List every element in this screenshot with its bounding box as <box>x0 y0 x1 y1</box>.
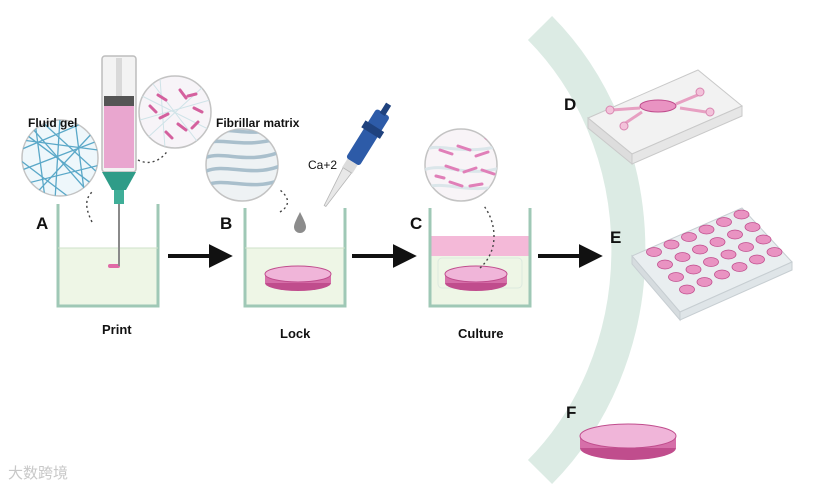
well <box>692 244 708 255</box>
well-plate-icon <box>631 207 793 322</box>
well <box>716 217 732 227</box>
application-arc <box>527 16 646 484</box>
well <box>727 229 743 240</box>
beaker-a <box>56 204 160 308</box>
well <box>755 234 772 245</box>
dotted-pointer <box>137 149 169 164</box>
step-caption-culture: Culture <box>458 326 504 341</box>
fibrillar-matrix-label: Fibrillar matrix <box>216 116 300 130</box>
well <box>709 237 726 247</box>
well <box>703 257 719 267</box>
droplet-icon <box>294 212 306 233</box>
dotted-pointer <box>279 189 289 213</box>
dotted-pointer <box>86 191 93 223</box>
dotted-pointer <box>479 205 495 269</box>
syringe-icon <box>101 55 137 266</box>
beaker-c <box>428 208 532 308</box>
step-letter-b: B <box>220 214 233 233</box>
well <box>679 284 695 295</box>
application-letter-e: E <box>610 228 622 247</box>
microfluidic-chip-icon <box>587 69 743 166</box>
step-letter-c: C <box>410 214 423 233</box>
step-caption-lock: Lock <box>280 326 311 341</box>
well <box>681 232 697 242</box>
well <box>646 247 662 257</box>
application-letter-d: D <box>564 95 577 114</box>
well <box>657 259 673 270</box>
gel-disc-c <box>444 265 508 291</box>
calcium-label: Ca+2 <box>308 158 338 172</box>
well <box>663 239 680 250</box>
pipette-icon <box>323 102 392 208</box>
well <box>766 247 783 257</box>
culture-circle <box>424 128 498 202</box>
gel-disc-b <box>264 265 332 291</box>
step-caption-print: Print <box>102 322 132 337</box>
well <box>744 222 761 232</box>
well <box>685 264 702 275</box>
application-letter-f: F <box>566 403 577 422</box>
fluid-gel-label: Fluid gel <box>28 116 78 130</box>
fibrillar-matrix-circle <box>205 128 279 202</box>
well <box>714 269 730 280</box>
construct-disc-icon <box>579 423 677 460</box>
well <box>720 249 737 260</box>
well <box>674 252 691 262</box>
cell-gel-circle <box>138 75 212 149</box>
watermark: 大数跨境 <box>8 465 69 482</box>
well <box>696 277 713 287</box>
well <box>738 242 754 252</box>
well <box>733 209 750 220</box>
step-letter-a: A <box>36 214 49 233</box>
well <box>749 254 765 265</box>
well <box>668 272 684 282</box>
well <box>731 262 748 272</box>
well <box>698 224 715 235</box>
fluid-gel-circle <box>21 119 99 197</box>
